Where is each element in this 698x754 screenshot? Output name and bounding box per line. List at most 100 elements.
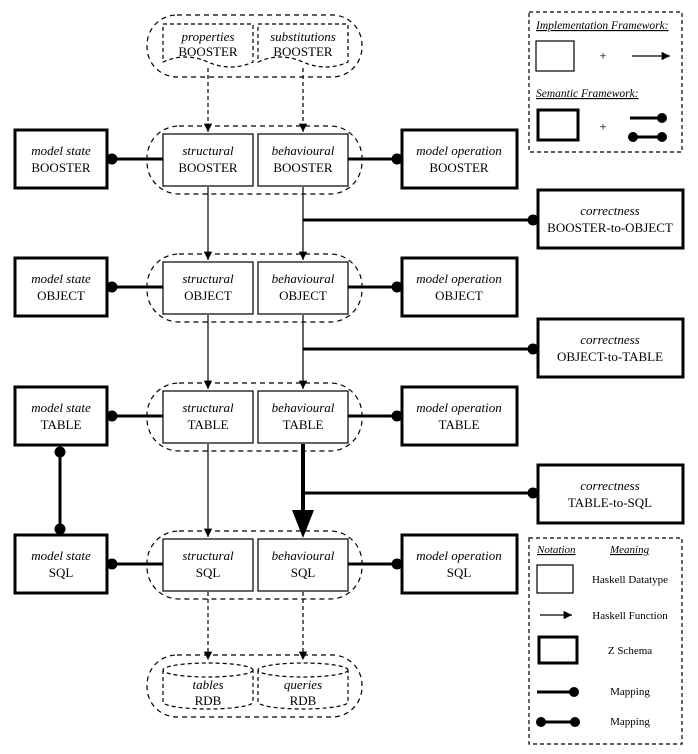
implementation-plus: + (599, 48, 606, 63)
group-sql (146, 530, 363, 600)
mapping-dot (106, 410, 118, 422)
model-operation-object-kind: model operation (416, 271, 502, 286)
substitutions-name: BOOSTER (273, 44, 333, 59)
behavioural-booster-name: BOOSTER (273, 160, 333, 175)
model-operation-table-box (400, 385, 519, 447)
implementation-datatype-symbol (535, 40, 575, 72)
mapping-dot (391, 153, 403, 165)
model-state-booster-box (13, 128, 109, 190)
behavioural-sql-name: SQL (291, 565, 316, 580)
legend-meaning-mapping: Mapping (610, 686, 650, 698)
legend-meaning-schema: Z Schema (608, 645, 652, 657)
legend-meaning-double-mapping: Mapping (610, 716, 650, 728)
mapping-dot (391, 281, 403, 293)
model-state-object-name: OBJECT (37, 288, 85, 303)
group-booster (146, 125, 363, 195)
model-operation-sql-name: SQL (447, 565, 472, 580)
correctness-object-to-table-kind: correctness (580, 332, 639, 347)
model-operation-object-box (400, 256, 519, 318)
correctness-booster-to-object-name: BOOSTER-to-OBJECT (547, 220, 673, 235)
structural-object-kind: structural (182, 271, 234, 286)
tables-rdb-shape (162, 670, 254, 710)
model-operation-booster-box (400, 128, 519, 190)
mapping-dot (391, 558, 403, 570)
group-object (146, 253, 363, 323)
structural-sql-name: SQL (196, 565, 221, 580)
behavioural-booster-box (257, 133, 349, 187)
group-table (146, 382, 363, 452)
mapping-dot (391, 410, 403, 422)
legend-schema-symbol (537, 635, 579, 665)
substitutions-kind: substitutions (270, 29, 336, 44)
properties-name: BOOSTER (178, 44, 238, 59)
behavioural-booster-kind: behavioural (272, 143, 335, 158)
group-booster-spec (146, 14, 363, 78)
model-operation-booster-name: BOOSTER (429, 160, 489, 175)
legend-meaning-datatype: Haskell Datatype (592, 574, 668, 586)
semantic-framework-label: Semantic Framework: (536, 88, 639, 100)
correctness-booster-to-object-kind: correctness (580, 203, 639, 218)
structural-booster-kind: structural (182, 143, 234, 158)
structural-sql-box (162, 538, 254, 592)
structural-object-box (162, 261, 254, 315)
model-state-sql-name: SQL (49, 565, 74, 580)
model-operation-object-name: OBJECT (435, 288, 483, 303)
mapping-dot (527, 487, 539, 499)
legend-notation-header: Notation (536, 544, 576, 556)
model-state-booster-name: BOOSTER (31, 160, 91, 175)
model-state-table-name: TABLE (41, 417, 82, 432)
model-state-object-kind: model state (31, 271, 91, 286)
legend-panel (528, 537, 683, 745)
structural-booster-box (162, 133, 254, 187)
tables-rdb-kind: tables (192, 677, 223, 692)
model-state-sql-kind: model state (31, 548, 91, 563)
tables-rdb-name: RDB (195, 693, 222, 708)
queries-rdb-shape (257, 670, 349, 710)
mapping-dot (106, 153, 118, 165)
semantic-schema-symbol (536, 108, 580, 142)
mapping-dot (54, 446, 66, 458)
structural-table-name: TABLE (188, 417, 229, 432)
behavioural-table-box (257, 390, 349, 444)
correctness-booster-to-object-box (536, 188, 685, 250)
properties-kind: properties (181, 29, 235, 44)
correctness-object-to-table-name: OBJECT-to-TABLE (557, 349, 663, 364)
mapping-dot (54, 523, 66, 535)
behavioural-table-name: TABLE (283, 417, 324, 432)
structural-table-box (162, 390, 254, 444)
model-operation-table-name: TABLE (439, 417, 480, 432)
behavioural-table-kind: behavioural (272, 400, 335, 415)
arrow-behavioural-table-to-sql-head (292, 510, 314, 538)
model-state-object-box (13, 256, 109, 318)
semantic-plus: + (599, 119, 606, 134)
model-state-table-box (13, 385, 109, 447)
structural-object-name: OBJECT (184, 288, 232, 303)
model-state-booster-kind: model state (31, 143, 91, 158)
legend-meaning-function: Haskell Function (592, 610, 668, 622)
behavioural-object-kind: behavioural (272, 271, 335, 286)
model-operation-sql-kind: model operation (416, 548, 502, 563)
behavioural-object-name: OBJECT (279, 288, 327, 303)
mapping-dot (106, 281, 118, 293)
group-rdb (146, 654, 363, 718)
mapping-dot (527, 214, 539, 226)
model-state-table-kind: model state (31, 400, 91, 415)
mapping-dot (106, 558, 118, 570)
substitutions-booster-shape (257, 23, 349, 68)
properties-booster-shape (162, 23, 254, 68)
mapping-dot (527, 343, 539, 355)
structural-table-kind: structural (182, 400, 234, 415)
model-state-sql-box (13, 533, 109, 595)
model-operation-booster-kind: model operation (416, 143, 502, 158)
legend-datatype-symbol (536, 564, 574, 594)
correctness-table-to-sql-name: TABLE-to-SQL (568, 495, 652, 510)
queries-rdb-kind: queries (284, 677, 322, 692)
behavioural-sql-kind: behavioural (272, 548, 335, 563)
structural-sql-kind: structural (182, 548, 234, 563)
model-operation-table-kind: model operation (416, 400, 502, 415)
correctness-object-to-table-box (536, 317, 685, 379)
structural-booster-name: BOOSTER (178, 160, 238, 175)
correctness-table-to-sql-kind: correctness (580, 478, 639, 493)
